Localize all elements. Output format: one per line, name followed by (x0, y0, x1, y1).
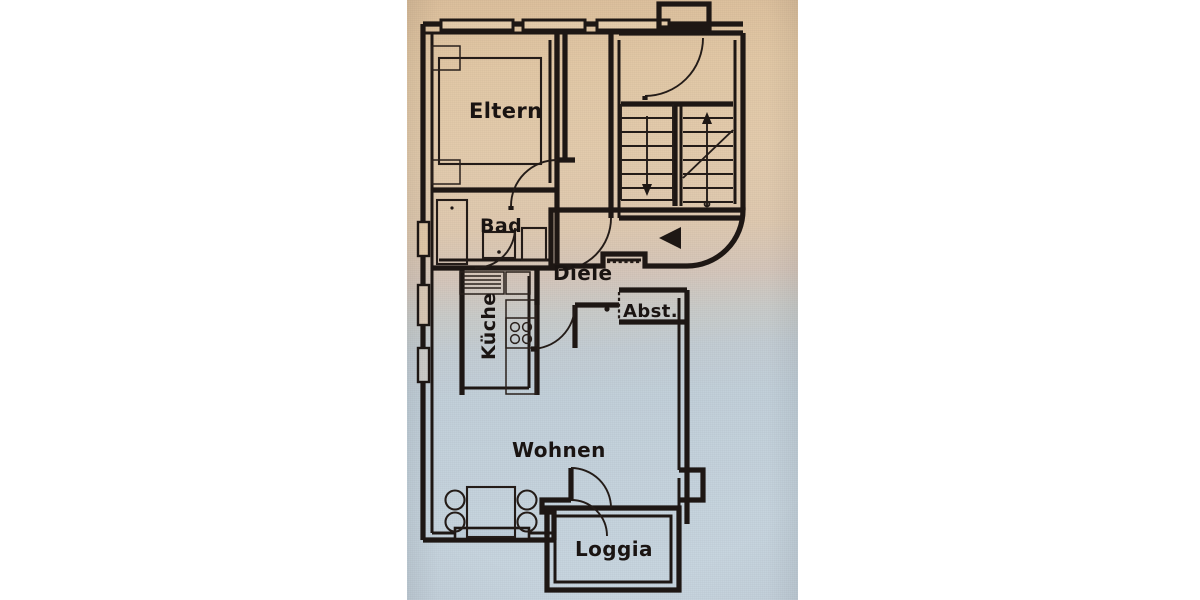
stairwell-door-swing (642, 37, 704, 100)
windows-top-wall (439, 18, 671, 32)
room-label-abst: Abst. (623, 301, 678, 322)
room-label-eltern: Eltern (469, 99, 543, 123)
room-label-diele: Diele (553, 261, 612, 285)
room-label-bad: Bad (480, 215, 522, 237)
stove (505, 317, 537, 349)
kitchen-sink (459, 271, 531, 295)
room-wohnen (677, 290, 706, 524)
entrance-arrow (659, 227, 681, 249)
toilet (520, 226, 548, 262)
windows-left-wall (416, 220, 431, 384)
exterior-wall-bottom-left (423, 526, 554, 543)
floorplan-photo: .w { fill:none; stroke:#1e1714; stroke-w… (407, 0, 798, 600)
stair-treads-right (683, 117, 733, 203)
room-label-kueche: Küche (478, 292, 500, 360)
bathtub (435, 198, 469, 266)
balcony-door-swing (568, 467, 612, 537)
floorplan-drawing: .w { fill:none; stroke:#1e1714; stroke-w… (416, 1, 746, 593)
chairs (444, 489, 538, 533)
stair-arrow-down (642, 116, 652, 196)
room-label-loggia: Loggia (575, 537, 653, 561)
stairwell (619, 1, 746, 221)
room-label-wohnen: Wohnen (512, 438, 606, 462)
exterior-wall-left (420, 24, 434, 540)
